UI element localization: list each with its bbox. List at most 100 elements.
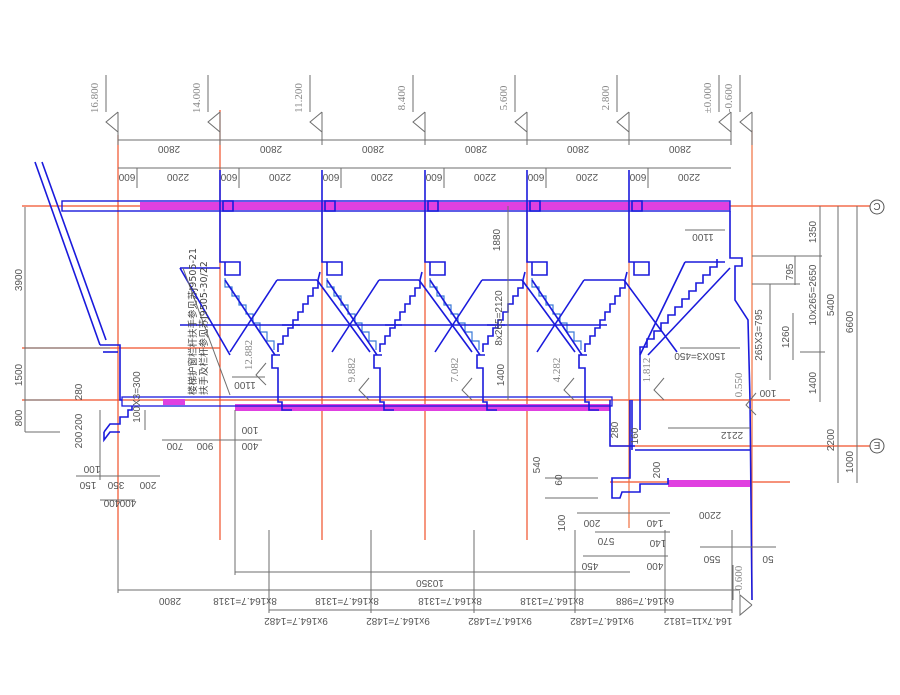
stair-stringer — [418, 279, 473, 353]
landing-elevation-label: 0.550 — [733, 372, 745, 397]
landing-elevation-label: 4.282 — [551, 358, 563, 383]
stair-flight-up — [379, 271, 423, 352]
elevation-triangle — [255, 362, 267, 386]
dim-2800: 2800 — [259, 143, 282, 154]
middle-dim-label: 150X3=450 — [674, 350, 726, 361]
landing-elevation-label: 1.812 — [641, 358, 653, 383]
lower-wall — [373, 354, 394, 411]
right-dimensions — [752, 206, 858, 483]
dim-600: 600 — [425, 171, 442, 182]
lower-right-dim-label: 200 — [652, 461, 663, 478]
left-dim-label: 100X3=300 — [132, 371, 143, 423]
upper-column — [219, 170, 241, 276]
elevation-triangle — [739, 111, 753, 145]
stair-stringer — [434, 279, 483, 353]
bottom-dimension-labels: 10350 2800 8x164.7=1318 8x164.7=1318 8x164.7… — [158, 577, 732, 626]
floor-slabs — [61, 200, 750, 487]
bottom-dimensions — [117, 410, 740, 613]
dim-2800: 2800 — [158, 595, 181, 606]
left-dimensions — [24, 207, 262, 501]
left-slab-fill — [163, 399, 185, 405]
right-dim-label: 10x265=2650 — [808, 264, 819, 325]
right-dim-label: 100 — [759, 387, 776, 398]
stair-stringer — [531, 279, 583, 356]
dim-2200: 2200 — [575, 171, 598, 182]
left-wall — [100, 344, 122, 401]
dim-600: 600 — [629, 171, 646, 182]
elevation-triangle — [461, 377, 473, 401]
landing-elevation-label: 12.882 — [243, 340, 255, 370]
dim-600: 600 — [118, 171, 135, 182]
axis-c-bubble — [869, 199, 885, 215]
left-dim-label: 100 — [83, 463, 100, 474]
dim-2200: 2200 — [370, 171, 393, 182]
axis-e-label: E — [873, 439, 880, 450]
middle-dim-label: 1880 — [492, 228, 503, 251]
right-dim-label: 6600 — [845, 310, 856, 333]
stair-stringer — [316, 279, 371, 353]
elevation-triangle — [514, 111, 528, 145]
lower-right-dim-label: 60 — [554, 474, 565, 486]
stair-stringer — [229, 279, 278, 353]
elevation-triangle — [412, 111, 426, 145]
left-dim-label: 200 — [139, 479, 156, 490]
landing-elevation-label: 7.082 — [449, 358, 461, 383]
axis-e-bubble — [869, 438, 885, 454]
bottom-slab-fill — [235, 404, 610, 411]
left-dim-label: 700 — [166, 440, 183, 451]
stair-flights — [179, 259, 731, 430]
right-dim-label: 1400 — [808, 371, 819, 394]
railing-note: 楼梯护窗栏杆扶手参见苏J9505-21 扶手及栏杆参见苏J9505-30/22 — [182, 248, 231, 396]
stair-stringer — [224, 279, 276, 356]
elevation-triangle — [653, 377, 665, 401]
elevation-label: 14.000 — [191, 82, 203, 113]
stair-run-dim: 8x164.7=1318 — [213, 595, 277, 606]
upper-column — [321, 170, 343, 276]
left-dim-label: 800 — [14, 409, 25, 426]
total-dim-label: 10350 — [416, 577, 444, 588]
stair-run-dim: 8x164.7=1318 — [315, 595, 379, 606]
left-dim-label: 200 — [74, 413, 85, 430]
left-dim-label: 3900 — [14, 268, 25, 291]
note-line-1: 楼梯护窗栏杆扶手参见苏J9505-21 — [187, 248, 199, 395]
elevation-triangle — [563, 377, 575, 401]
dim-2200: 2200 — [166, 171, 189, 182]
elevation-label: -0.600 — [723, 83, 735, 112]
stair-run-dim: 8x164.7=1318 — [418, 595, 482, 606]
left-dim-label: 1500 — [14, 363, 25, 386]
lower-right-dim-label: 140 — [649, 537, 666, 548]
note-line-2: 扶手及栏杆参见苏J9505-30/22 — [198, 261, 210, 395]
lower-wall — [476, 354, 497, 411]
ground-slab-fill — [668, 480, 750, 487]
left-dim-label: 350 — [107, 479, 124, 490]
upper-column — [526, 170, 548, 276]
elevation-label: 5.600 — [498, 85, 510, 110]
stair-flight-down — [429, 278, 480, 350]
dim-2200: 2200 — [473, 171, 496, 182]
column-cap — [529, 200, 541, 212]
stair-flight-up — [639, 259, 718, 355]
roof-line — [34, 161, 101, 346]
dim-2800: 2800 — [157, 143, 180, 154]
elevation-triangle — [745, 392, 757, 416]
elevation-triangle — [105, 111, 119, 145]
right-dim-label: 5400 — [826, 293, 837, 316]
landing-elevation-label: 9.882 — [346, 358, 358, 383]
elevation-triangle — [739, 593, 753, 617]
middle-dim-label: 8x265=2120 — [494, 290, 505, 346]
dim-2800: 2800 — [361, 143, 384, 154]
stair-stringer — [326, 279, 378, 356]
stair-flight-down — [531, 278, 582, 350]
column-cap — [631, 200, 643, 212]
middle-dim-label: 1100 — [692, 231, 714, 242]
right-dim-label: 1000 — [845, 450, 856, 473]
lower-right-dim-label: 540 — [532, 456, 543, 473]
elevation-triangle — [718, 111, 732, 145]
dim-600: 600 — [322, 171, 339, 182]
